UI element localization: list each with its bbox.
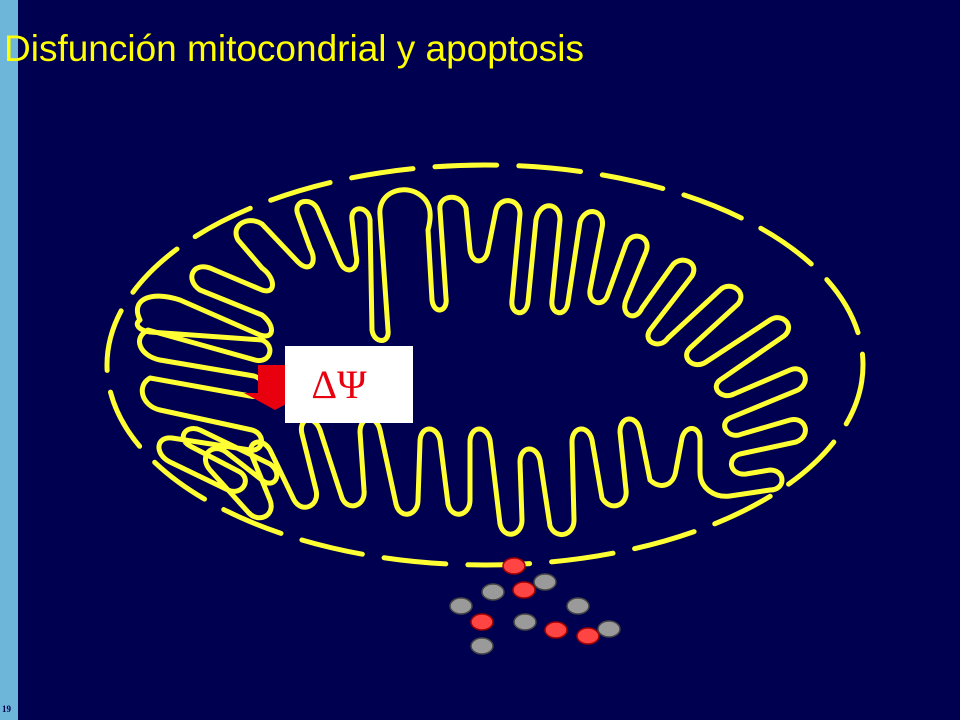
molecule-red xyxy=(470,613,494,631)
molecule-red xyxy=(544,621,568,639)
molecule-red xyxy=(512,581,536,599)
molecule-red xyxy=(502,557,526,575)
molecule-red xyxy=(576,627,600,645)
outer-membrane xyxy=(104,162,866,568)
molecule-gray xyxy=(449,597,473,615)
inner-membrane-cristae xyxy=(134,187,808,537)
molecule-gray xyxy=(566,597,590,615)
left-accent-bar xyxy=(0,0,18,720)
molecule-gray xyxy=(533,573,557,591)
molecule-gray xyxy=(470,637,494,655)
membrane-potential-label: ΔΨ xyxy=(311,362,367,407)
released-molecules xyxy=(449,557,621,655)
molecule-gray xyxy=(513,613,537,631)
molecule-gray xyxy=(481,583,505,601)
slide-number: 19 xyxy=(2,704,11,714)
membrane-potential-box: ΔΨ xyxy=(285,346,413,423)
molecule-gray xyxy=(597,620,621,638)
slide-title: Disfunción mitocondrial y apoptosis xyxy=(4,28,584,69)
